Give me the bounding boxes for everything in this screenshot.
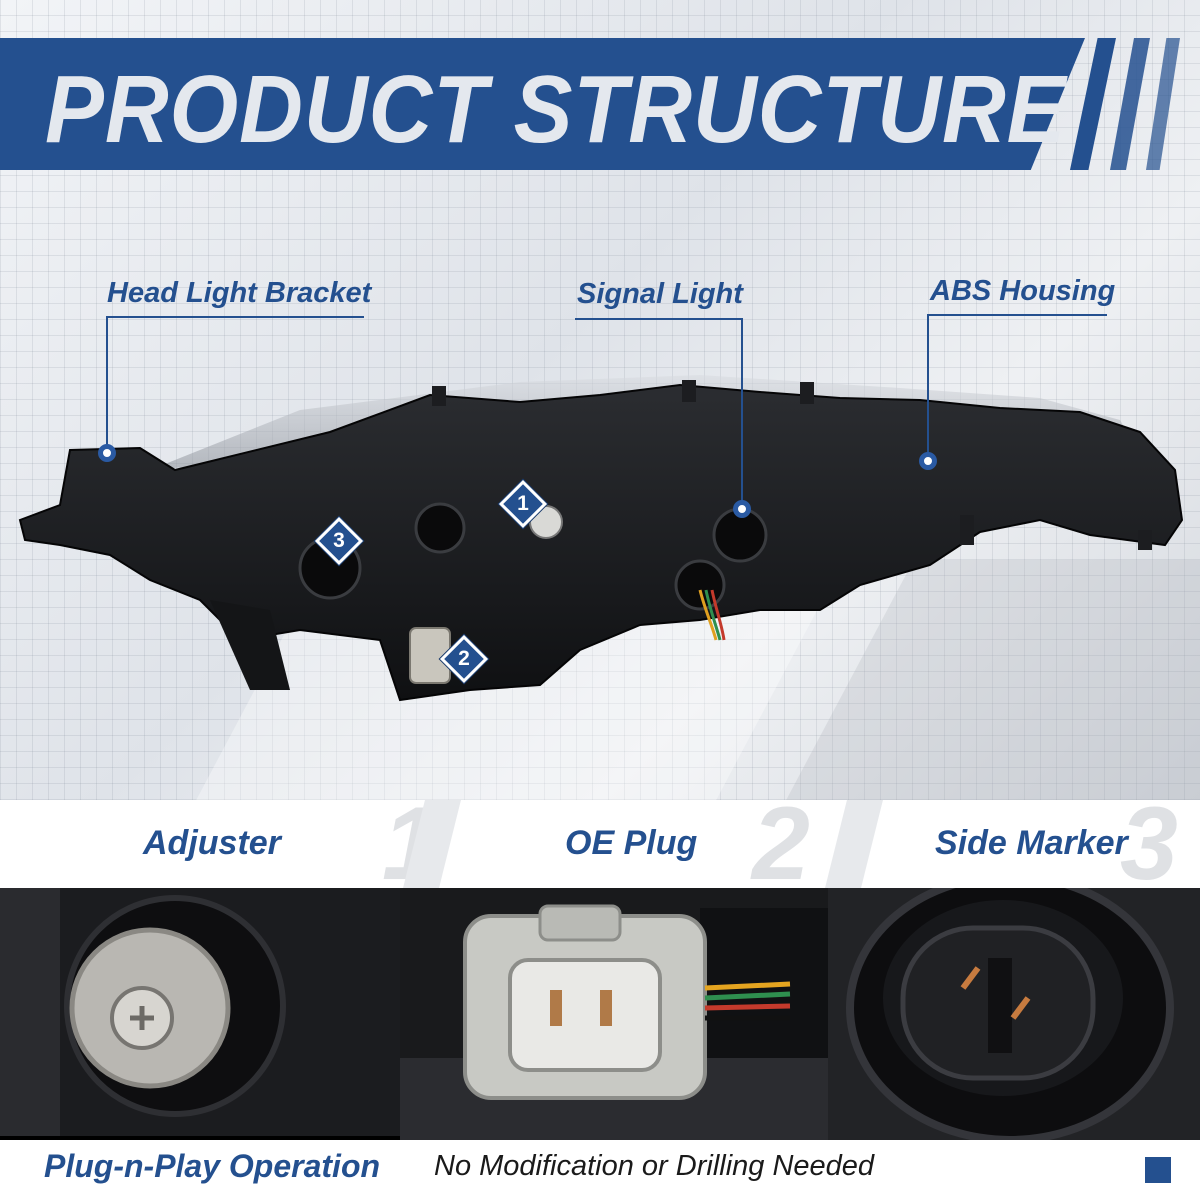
mount-tab [800,382,814,404]
product-structure-panel: PRODUCT STRUCTURE [0,0,1200,800]
callout-underline [575,318,743,320]
wire [698,589,718,641]
mount-tab [682,380,696,402]
divider [825,800,883,888]
abs-housing-body [18,383,1184,702]
title-banner [0,38,1085,170]
mount-tab [1138,530,1152,550]
footer-title: Plug-n-Play Operation [44,1148,381,1184]
callout-leader [927,314,929,454]
callout-dot-signal [733,500,751,518]
footer: Plug-n-Play Operation No Modification or… [0,1140,1200,1200]
photo-adjuster [0,888,400,1140]
feature-label-side-marker: Side Marker [935,824,1128,862]
feature-number: 2 [752,800,810,888]
socket [674,559,726,611]
headlight-illustration [18,375,1184,702]
callout-dot-housing [919,452,937,470]
feature-label-oe-plug: OE Plug [565,824,698,862]
callout-underline [106,316,364,318]
callout-head-light-bracket-label: Head Light Bracket [107,277,372,309]
wire [704,589,722,641]
bracket-leg [210,600,290,690]
socket [414,502,466,554]
callout-leader [741,318,743,508]
photo-oe-plug [400,888,828,1140]
mount-tab [432,386,446,406]
callout-dot-bracket [98,444,116,462]
feature-label-adjuster: Adjuster [143,824,281,862]
detail-photo-strip [0,888,1200,1140]
photo-side-marker [828,888,1200,1140]
feature-number: 3 [1120,800,1178,888]
callout-signal-light-label: Signal Light [577,278,743,310]
adjuster-screw [529,505,563,539]
mount-tab [960,515,974,545]
callout-underline [927,314,1107,316]
accent-square [1145,1157,1171,1183]
page-title: PRODUCT STRUCTURE [45,56,1067,163]
callout-leader [106,316,108,452]
footer-subtitle: No Modification or Drilling Needed [434,1150,875,1182]
callout-abs-housing-label: ABS Housing [930,275,1116,307]
wire [710,589,726,641]
feature-labels: Adjuster 1 OE Plug 2 Side Marker 3 [0,800,1200,888]
